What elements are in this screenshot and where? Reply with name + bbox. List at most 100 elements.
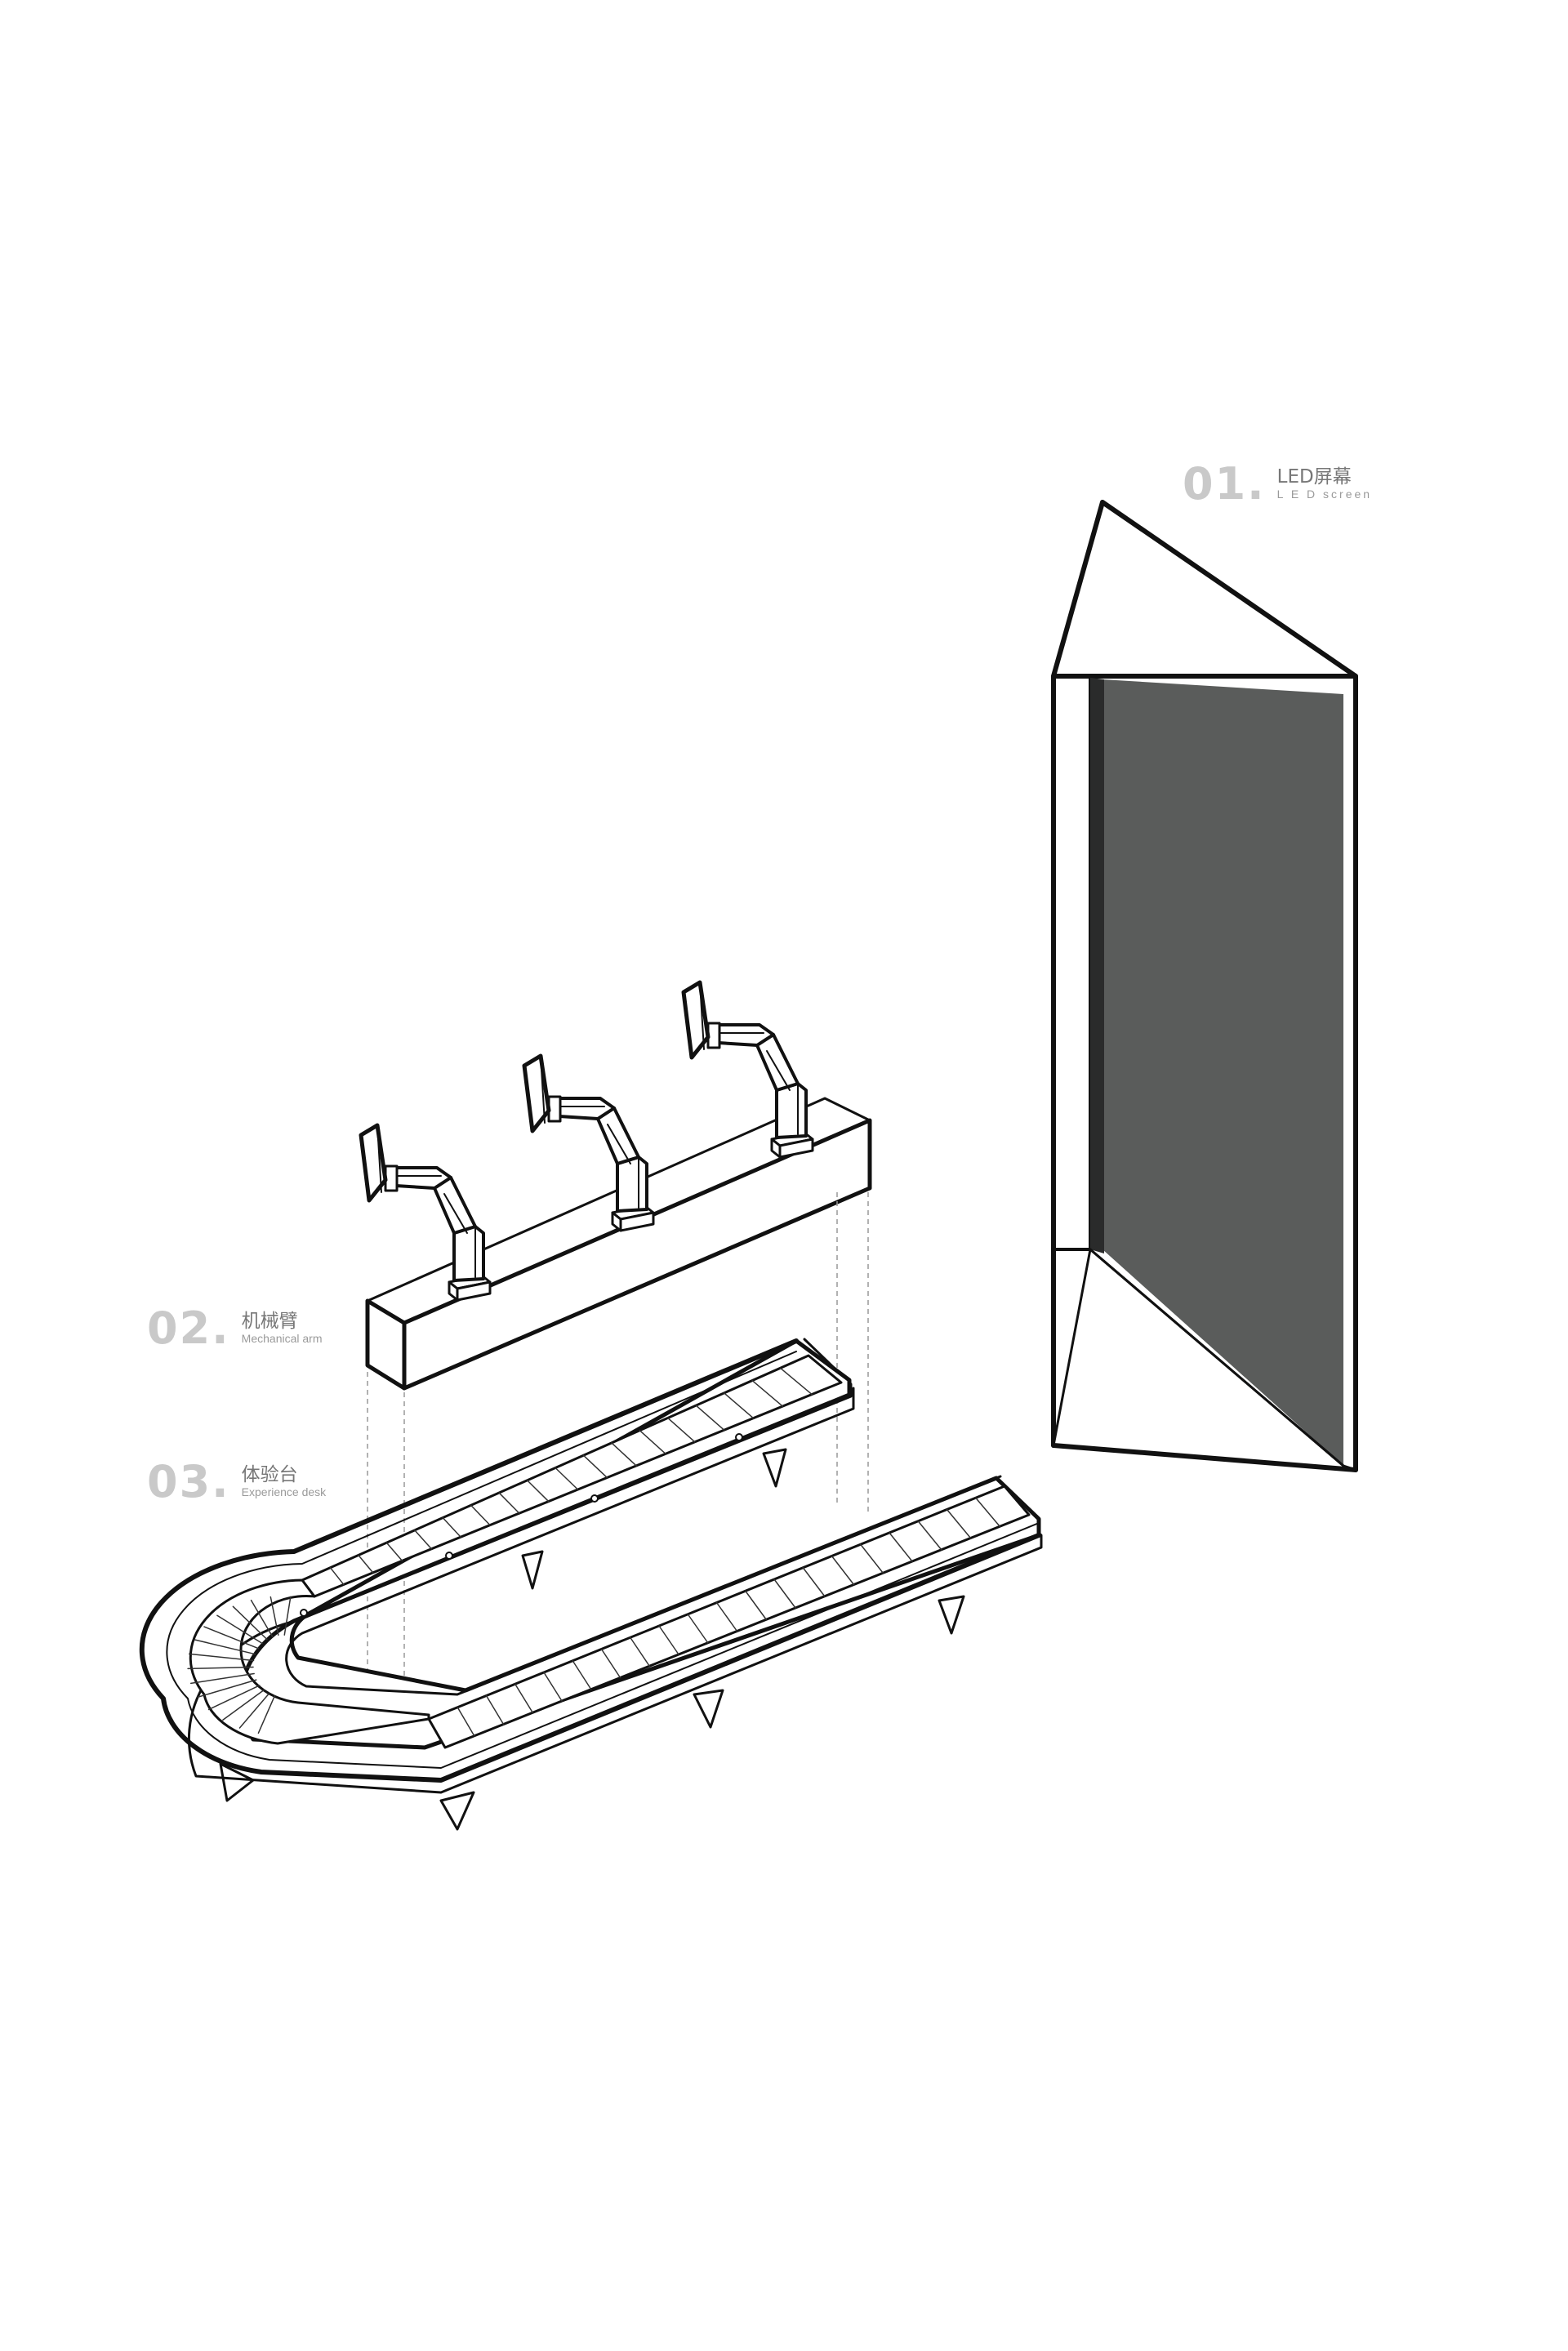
desk-outer-rim	[139, 1338, 1041, 1783]
label-text-block: 机械臂 Mechanical arm	[242, 1311, 323, 1346]
desk-slat	[779, 1367, 813, 1396]
arm-unit	[522, 1053, 655, 1232]
arm-elbow-edge	[766, 1050, 791, 1091]
desk-slat	[414, 1529, 433, 1550]
desk-slat	[751, 1379, 784, 1407]
desk-legs	[219, 1448, 965, 1831]
desk-slat	[207, 1685, 261, 1711]
desk-slat	[630, 1636, 650, 1667]
desk-slat	[745, 1590, 767, 1620]
desk-outer-rim-inner	[166, 1351, 1040, 1769]
desk-slat	[442, 1516, 461, 1538]
desk-slat	[582, 1454, 608, 1479]
desk-slat	[270, 1596, 279, 1636]
desk-slat	[917, 1521, 942, 1551]
screen-inner-strip	[1090, 678, 1104, 1253]
desk-slat	[194, 1639, 256, 1655]
desk-slat	[514, 1683, 533, 1713]
arm-upper-link	[394, 1166, 452, 1190]
desk-slat	[611, 1442, 637, 1467]
arm-base-front	[778, 1138, 814, 1159]
desk-leg	[439, 1791, 475, 1831]
desk-inner-wall	[285, 1387, 1002, 1696]
desk-slat	[457, 1707, 475, 1737]
desk-slat	[831, 1555, 855, 1586]
arm-display-panel	[522, 1053, 551, 1133]
desk-slat	[860, 1543, 884, 1574]
desk-slat	[470, 1504, 491, 1526]
experience-desk	[139, 1338, 1043, 1831]
arm-upper-link	[717, 1023, 775, 1047]
desk-slat	[715, 1601, 738, 1632]
label-text-block: 体验台 Experience desk	[241, 1463, 327, 1499]
desk-stud	[735, 1433, 743, 1441]
desk-slat	[238, 1693, 270, 1729]
label-number: 03.	[147, 1456, 230, 1507]
desk-stud	[445, 1552, 453, 1560]
label-english: L E D screen	[1276, 488, 1373, 501]
desk-slat	[216, 1614, 263, 1645]
label-mechanical-arm: 02. 机械臂 Mechanical arm	[147, 1307, 323, 1351]
desk-slat	[187, 1666, 254, 1670]
arm-units	[359, 980, 814, 1302]
desk-slat	[600, 1648, 621, 1679]
desk-slat	[526, 1480, 550, 1503]
arm-upper-link	[558, 1097, 616, 1120]
desk-slat	[222, 1689, 265, 1721]
label-led-screen: 01. LED屏幕 L E D screen	[1183, 462, 1372, 506]
desk-leg	[762, 1448, 787, 1488]
screen-bottom-diagonal	[1089, 1248, 1345, 1467]
desk-slat	[946, 1508, 972, 1539]
desk-slats	[187, 1367, 1000, 1737]
desk-slat	[485, 1694, 505, 1725]
arm-column	[775, 1082, 808, 1139]
screen-top-panel	[1051, 500, 1358, 679]
arm-display-panel	[359, 1123, 388, 1203]
desk-studs	[300, 1433, 743, 1617]
desk-leg	[521, 1550, 544, 1590]
screen-bottom-edge	[1051, 1443, 1358, 1472]
desk-slat	[667, 1417, 696, 1443]
desk-slat	[889, 1532, 913, 1562]
desk-slat	[203, 1626, 259, 1650]
desk-track-lower	[427, 1485, 1031, 1749]
arm-column	[452, 1225, 485, 1282]
desk-slat	[232, 1605, 268, 1641]
desk-leg	[693, 1689, 724, 1729]
desk-slat	[188, 1653, 255, 1662]
arm-base-front	[456, 1280, 492, 1302]
desk-slat	[723, 1392, 755, 1419]
desk-slat	[975, 1497, 1000, 1527]
desk-slat	[189, 1672, 255, 1685]
desk-slat	[543, 1672, 563, 1702]
desk-slat	[773, 1578, 796, 1609]
desk-slat	[283, 1596, 292, 1636]
label-experience-desk: 03. 体验台 Experience desk	[147, 1460, 326, 1504]
label-chinese: 体验台	[241, 1463, 298, 1485]
desk-slat	[695, 1405, 725, 1431]
desk-slat	[658, 1625, 679, 1655]
desk-slat	[257, 1695, 276, 1734]
label-number: 02.	[147, 1302, 230, 1354]
label-english: Mechanical arm	[241, 1332, 323, 1346]
desk-slat	[197, 1679, 257, 1698]
label-chinese: LED屏幕	[1276, 465, 1352, 488]
arm-display-edge	[699, 982, 705, 1050]
arm-unit	[359, 1123, 492, 1302]
arm-base-front	[619, 1211, 655, 1232]
desk-leg	[938, 1595, 965, 1635]
arm-display-edge	[376, 1124, 382, 1193]
desk-track-curve	[189, 1578, 430, 1745]
led-screen	[1051, 500, 1358, 1472]
screen-back-panel	[1052, 675, 1092, 1251]
label-english: Experience desk	[241, 1485, 327, 1499]
desk-slat	[802, 1567, 826, 1597]
desk-slat	[329, 1566, 345, 1586]
arm-display-edge	[540, 1055, 546, 1124]
arm-beam-side	[402, 1118, 872, 1391]
label-chinese: 机械臂	[241, 1310, 298, 1332]
arm-elbow-edge	[443, 1193, 468, 1234]
desk-slat	[498, 1492, 520, 1514]
arm-unit	[681, 980, 814, 1159]
